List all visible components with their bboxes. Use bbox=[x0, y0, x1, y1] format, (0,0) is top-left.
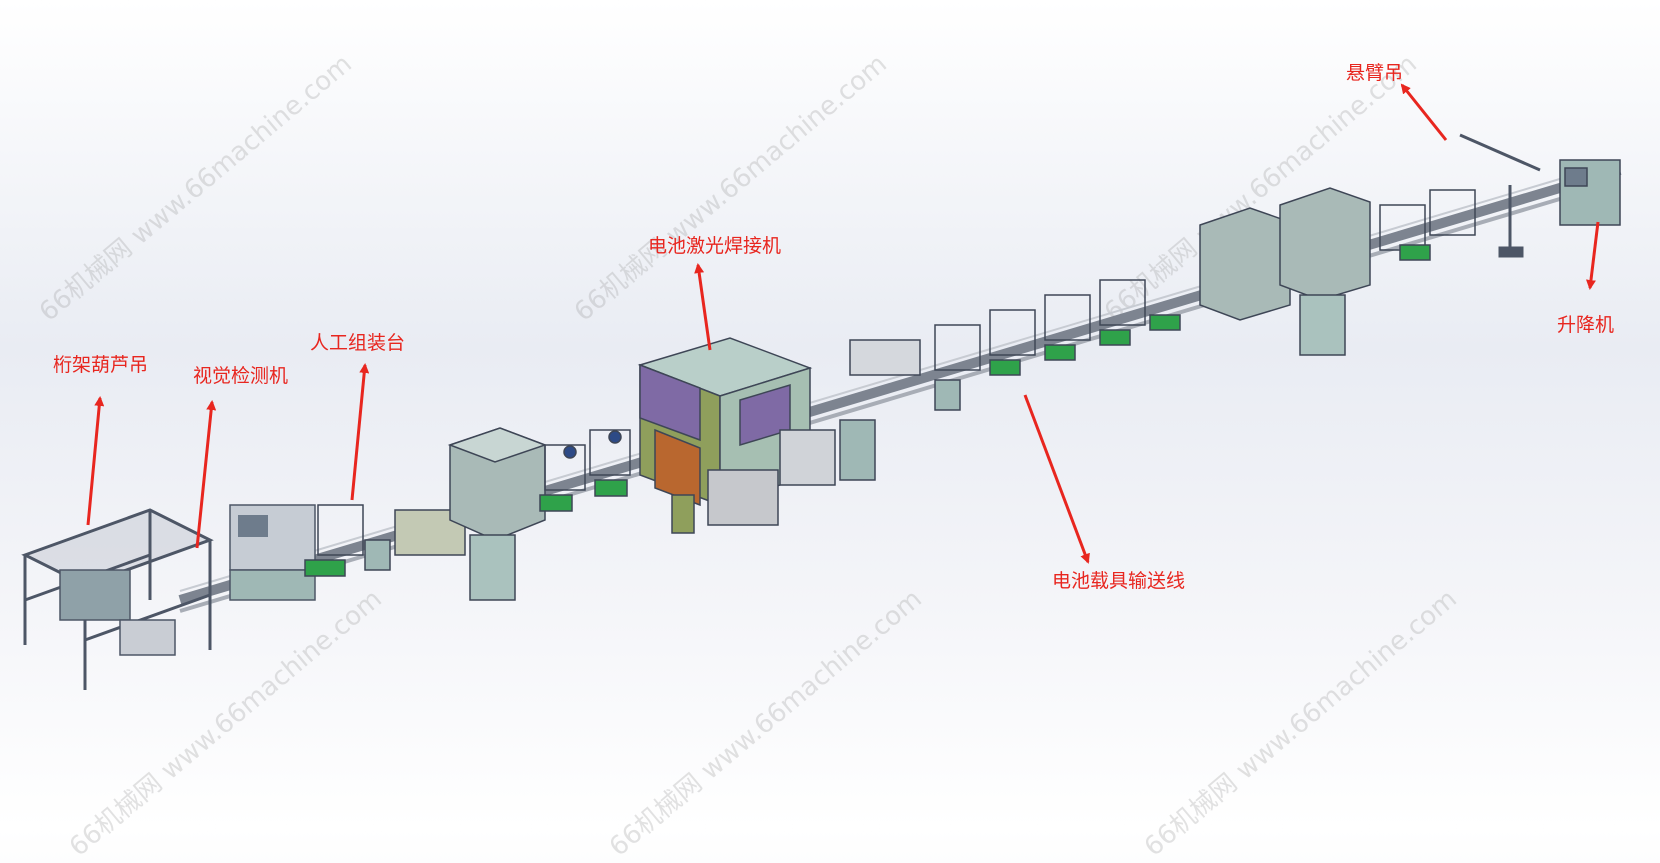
laser-welding-machine bbox=[637, 337, 876, 534]
label-truss-hoist: 桁架葫芦吊 bbox=[53, 354, 149, 376]
label-manual-assembly: 人工组装台 bbox=[310, 332, 406, 354]
manual-assembly-stations bbox=[304, 504, 466, 577]
arrow-elevator bbox=[1585, 221, 1600, 290]
annotation-arrows bbox=[86, 83, 1600, 564]
conveyor-stations-middle bbox=[849, 279, 1181, 411]
label-laser-welder: 电池激光焊接机 bbox=[648, 235, 782, 257]
arrow-carrier-conveyor bbox=[1023, 394, 1090, 564]
arrow-manual-assembly bbox=[350, 363, 370, 501]
cantilever-crane bbox=[1459, 133, 1541, 258]
arrow-cantilever-crane bbox=[1400, 83, 1448, 141]
enclosed-machines-right bbox=[1199, 187, 1476, 356]
label-carrier-conveyor: 电池载具输送线 bbox=[1052, 570, 1186, 592]
vision-inspection-machine bbox=[229, 504, 316, 601]
elevator-machine bbox=[1559, 159, 1621, 226]
arrow-laser-welder bbox=[694, 263, 712, 351]
label-elevator: 升降机 bbox=[1557, 314, 1615, 336]
truss-hoist-frame bbox=[21, 508, 214, 690]
label-vision-inspection: 视觉检测机 bbox=[193, 365, 289, 387]
arrow-truss-hoist bbox=[86, 396, 105, 526]
label-cantilever-crane: 悬臂吊 bbox=[1346, 62, 1404, 84]
arrow-vision-inspection bbox=[195, 400, 217, 549]
production-line-drawing bbox=[21, 83, 1622, 690]
workstation-group-1 bbox=[539, 429, 631, 512]
enclosed-machine-1 bbox=[447, 427, 548, 601]
